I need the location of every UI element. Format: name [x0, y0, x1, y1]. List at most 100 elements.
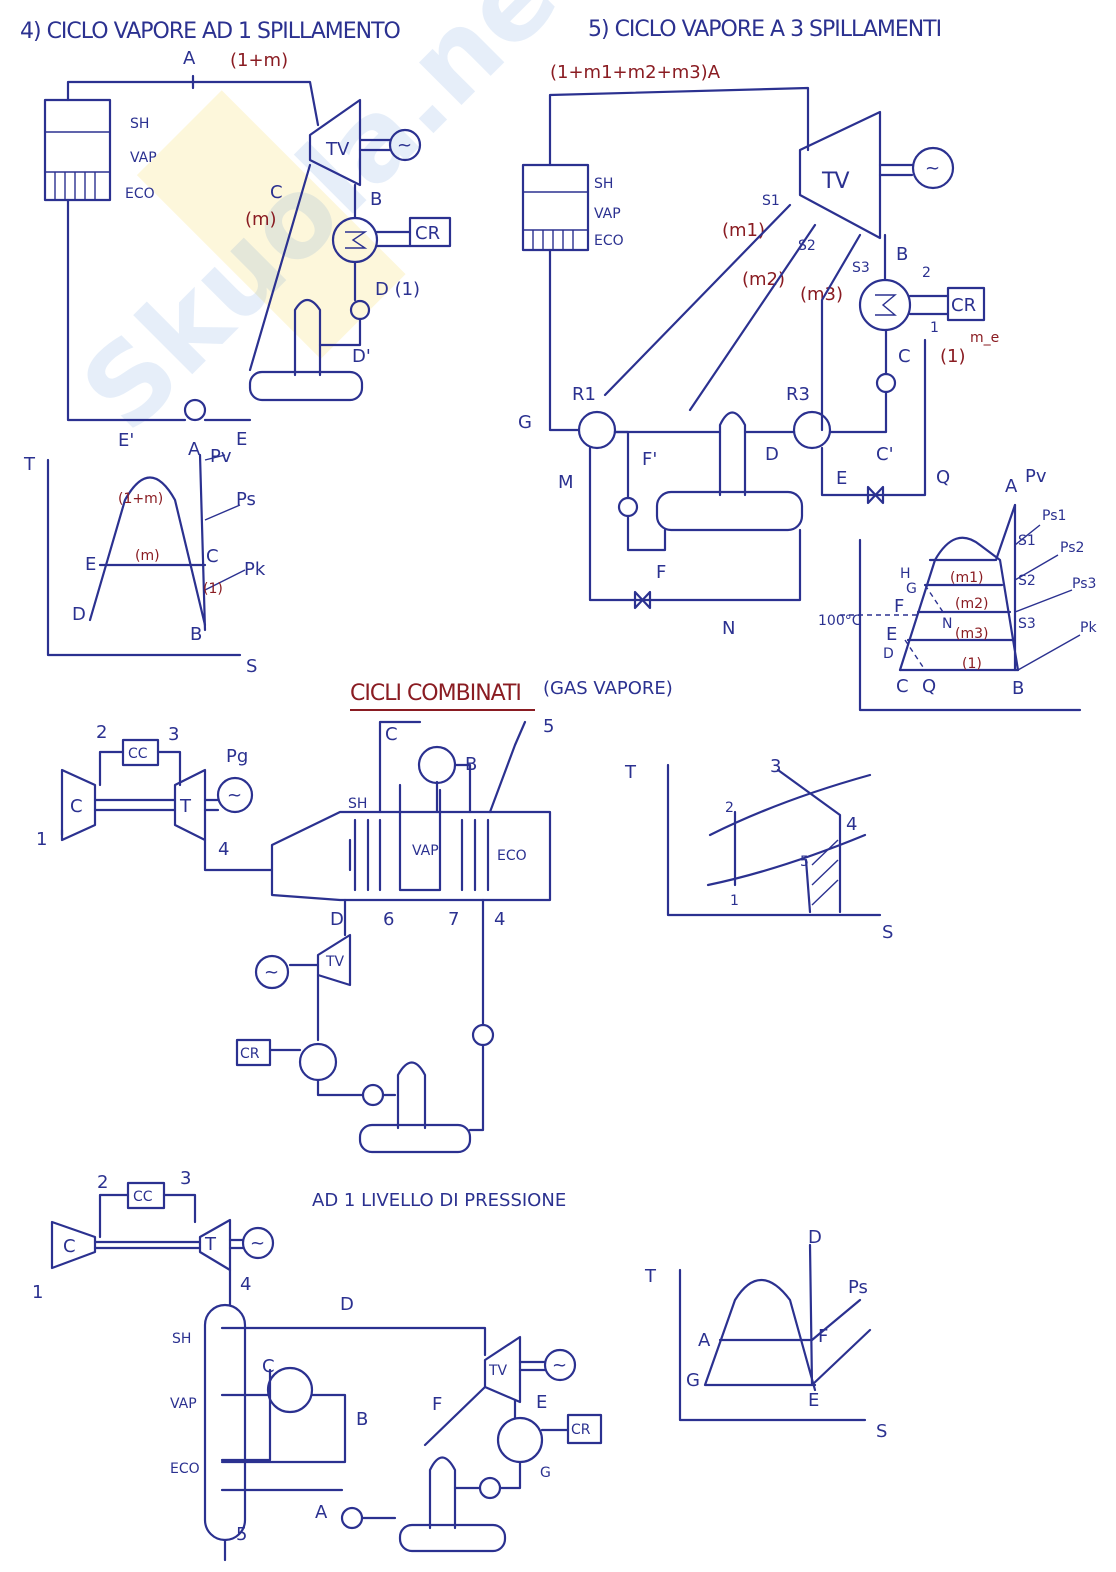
flow-label: (m2) — [955, 596, 988, 612]
point-label: 7 — [448, 909, 459, 930]
point-label: B — [356, 1409, 368, 1430]
boiler-sections — [45, 131, 110, 200]
eco-label: ECO — [594, 233, 624, 249]
valve-icon — [633, 485, 885, 610]
deaerator — [396, 1061, 427, 1130]
dashed-lines — [840, 584, 946, 671]
vap-label: VAP — [412, 843, 439, 859]
axis-label: S — [246, 656, 257, 677]
vap-label: VAP — [170, 1396, 197, 1412]
point-label: A — [698, 1330, 711, 1351]
point-label: C' — [876, 444, 894, 465]
flow-label: (1) — [940, 346, 966, 367]
compressor — [50, 1220, 97, 1270]
point-label: G — [686, 1370, 700, 1391]
steam-pipes — [220, 1326, 487, 1520]
point-label: D — [72, 604, 86, 625]
svg-text:~: ~ — [250, 1233, 265, 1254]
generator-icon — [216, 776, 254, 814]
pressure-label: Ps2 — [1060, 540, 1084, 556]
combustion-chamber — [126, 1181, 166, 1210]
process-lines — [98, 453, 207, 632]
point-label: C — [270, 182, 283, 203]
point-label: B — [1012, 678, 1024, 699]
flow-label: (m3) — [800, 284, 843, 305]
turbine-label: TV — [325, 954, 345, 970]
pump-icon — [875, 372, 897, 394]
generator-icon — [241, 1226, 275, 1260]
pressure-label: Ps3 — [1072, 576, 1096, 592]
shaft — [358, 138, 392, 152]
pipe — [613, 328, 888, 434]
pressure-label: Ps — [236, 489, 256, 510]
point-label: B — [896, 244, 908, 265]
point-label: D' — [352, 346, 371, 367]
generator-icon — [388, 128, 422, 162]
point-label: M — [558, 472, 574, 493]
condenser — [858, 278, 912, 332]
point-label: E — [836, 468, 847, 489]
hrsg — [203, 1303, 247, 1542]
pressure-label: Pv — [1025, 466, 1047, 487]
eco-label: ECO — [497, 848, 527, 864]
section-combined-cycles: CICLI COMBINATI (GAS VAPORE) CC C T ~ 1 … — [36, 678, 893, 1154]
point-label: C — [206, 546, 219, 567]
saturation-dome — [898, 503, 1020, 672]
extraction-pipes — [603, 203, 862, 432]
eco-label: ECO — [125, 186, 155, 202]
pressure-label: Ps — [848, 1277, 868, 1298]
cooling-box — [946, 286, 986, 322]
point-label: E — [808, 1390, 819, 1411]
cr-label: CR — [415, 223, 440, 244]
pipe — [588, 338, 927, 602]
generator-icon — [254, 954, 290, 990]
point-label: 4 — [218, 839, 229, 860]
boiler-sections — [523, 191, 588, 250]
flow-label: (m) — [245, 209, 277, 230]
ts-axes — [678, 1268, 867, 1422]
pipes — [423, 1360, 547, 1490]
generator-icon — [911, 146, 955, 190]
point-label: E — [236, 429, 247, 450]
point-label: D — [765, 444, 779, 465]
point-label: F — [656, 562, 666, 583]
feedwater-tank — [358, 1123, 472, 1154]
point-label: A — [188, 439, 201, 460]
compressor-label: C — [70, 796, 83, 817]
cc-label: CC — [128, 746, 148, 762]
turbine-label: T — [204, 1234, 217, 1255]
axis-label: S — [876, 1421, 887, 1442]
point-label: C — [262, 1356, 275, 1377]
axis-label: S — [882, 922, 893, 943]
point-label: 6 — [383, 909, 394, 930]
pump-icon — [340, 1506, 364, 1530]
pipe — [66, 80, 320, 127]
point-label: C — [898, 346, 911, 367]
ts-axes — [858, 538, 1082, 712]
flow-label: (m) — [135, 548, 160, 564]
point-label: Q — [922, 676, 936, 697]
process-lines — [703, 1243, 872, 1392]
point-label: Q — [936, 467, 950, 488]
extraction-label: S1 — [762, 193, 780, 209]
flow-label: m_e — [970, 330, 999, 346]
svg-text:~: ~ — [227, 785, 242, 806]
point-label: D (1) — [375, 279, 420, 300]
shaft — [878, 163, 914, 177]
heater-label: R3 — [786, 384, 810, 405]
point-label: 1 — [930, 320, 939, 336]
svg-text:~: ~ — [397, 135, 412, 156]
pipe — [548, 86, 810, 167]
point-label: 2 — [725, 800, 734, 816]
compressor — [60, 768, 97, 842]
point-label: F — [894, 596, 904, 617]
axis-label: T — [23, 454, 36, 475]
point-label: 4 — [494, 909, 505, 930]
section-one-pressure-level: AD 1 LIVELLO DI PRESSIONE CC C T ~ 1 2 3… — [32, 1168, 887, 1562]
sh-label: SH — [594, 176, 613, 192]
condenser-coil — [345, 231, 368, 249]
sh-label: SH — [172, 1331, 191, 1347]
flow-label: (1+m) — [230, 50, 288, 71]
point-label: G — [540, 1465, 551, 1481]
pipe — [375, 230, 412, 248]
